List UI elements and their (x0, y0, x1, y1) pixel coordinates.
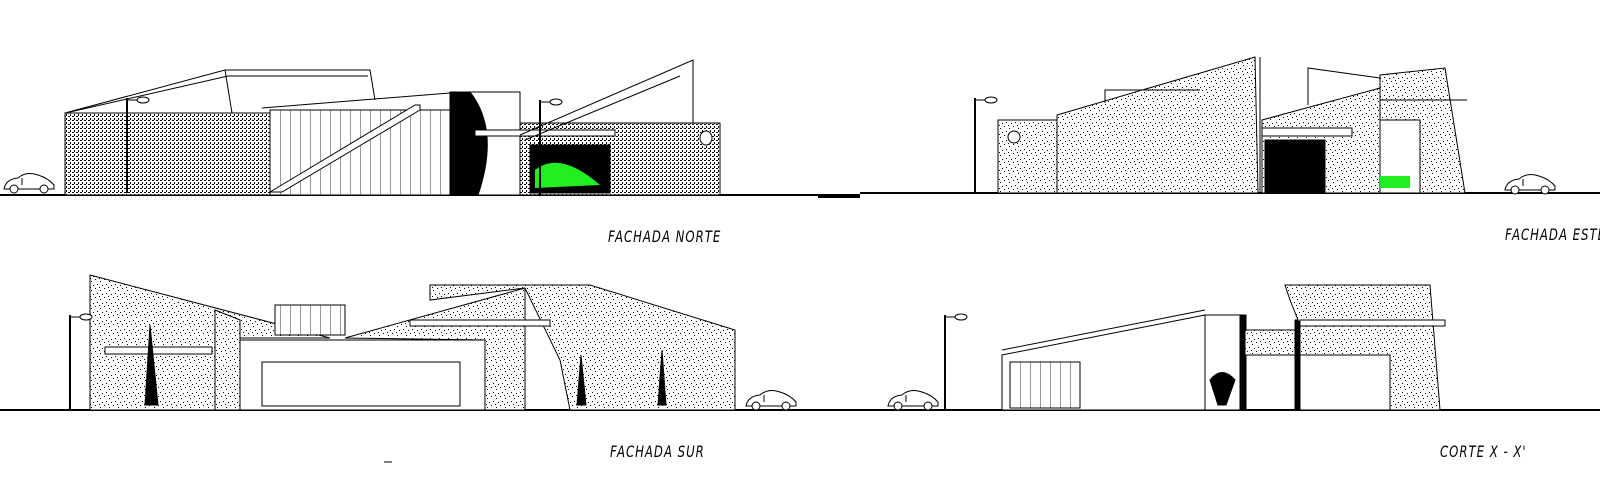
view-label-fachada-norte: FACHADA NORTE (608, 228, 722, 247)
vegetation (1380, 176, 1410, 188)
vegetation (535, 162, 600, 188)
view-label-corte: CORTE X - X' (1440, 443, 1527, 462)
fachada-norte-elevation (0, 59, 860, 196)
view-label-fachada-este: FACHADA ESTE (1505, 226, 1600, 245)
dark-panel (1264, 139, 1326, 194)
stone-wall (64, 112, 271, 196)
glazed-facade (269, 109, 451, 196)
view-label-fachada-sur: FACHADA SUR (610, 443, 705, 462)
corte-section (820, 284, 1600, 411)
stone-wall (997, 119, 1059, 194)
fachada-este-elevation (860, 56, 1600, 195)
stone-wall (1056, 56, 1259, 194)
stone-wall (429, 284, 736, 411)
fachada-sur-elevation (0, 274, 860, 411)
